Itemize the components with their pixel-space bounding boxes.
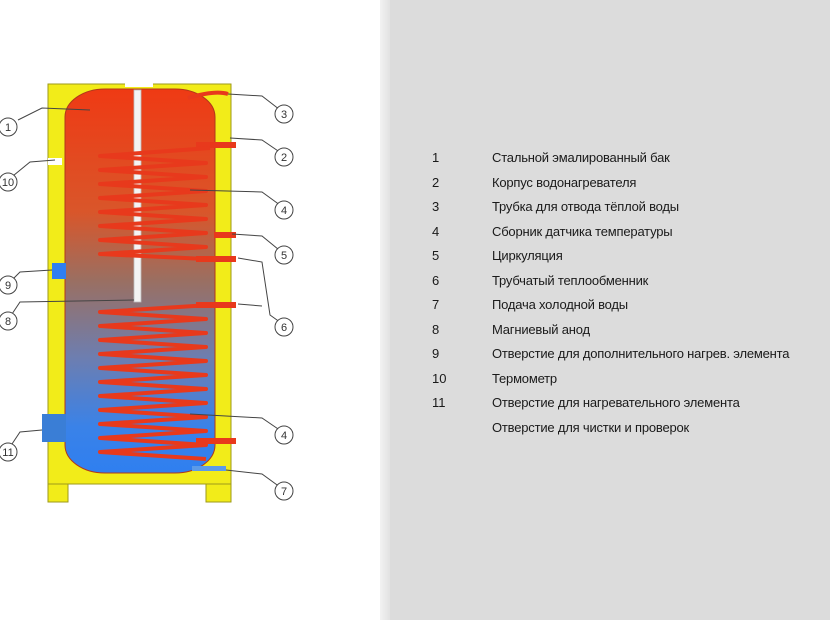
legend-label: Трубка для отвода тёплой воды [492, 199, 679, 214]
legend-item: 10 Термометр [432, 371, 830, 391]
svg-text:7: 7 [281, 486, 287, 498]
legend-number: 11 [432, 395, 446, 410]
legend-label: Сборник датчика температуры [492, 223, 673, 239]
svg-text:5: 5 [281, 250, 287, 262]
legend-label: Стальной эмалированный бак [492, 150, 670, 165]
casing-top-cap [125, 79, 153, 87]
coil-inlet-pipe [196, 256, 236, 262]
legend-item: 9 Отверстие для дополнительного нагрев. э… [432, 346, 830, 366]
legend-number: 7 [432, 297, 440, 312]
legend-item: 6 Трубчатый теплообменник [432, 273, 830, 293]
callout-6: 6 [274, 317, 294, 337]
callout-7: 7 [274, 481, 294, 501]
svg-text:4: 4 [281, 205, 287, 217]
svg-text:2: 2 [281, 152, 287, 164]
legend-label: Подача холодной воды [492, 297, 628, 312]
legend-item: 8 Магниевый анод [432, 322, 830, 342]
lower-coil-pipe [196, 438, 236, 444]
upper-coil [98, 146, 211, 261]
legend-number: 2 [432, 174, 440, 190]
legend-label: Отверстие для чистки и проверок [492, 419, 690, 435]
svg-text:11: 11 [2, 447, 13, 459]
right-foot [205, 481, 232, 503]
legend-item: 1 Стальной эмалированный бак [432, 150, 830, 170]
legend-number: 4 [432, 223, 440, 239]
legend-item: 3 Трубка для отвода тёплой воды [432, 199, 830, 219]
svg-text:3: 3 [281, 109, 287, 121]
svg-text:10: 10 [2, 177, 14, 189]
legend-item: 7 Подача холодной воды [432, 297, 830, 317]
diagram-panel: 1 2 3 4 5 6 4 7 8 9 10 11 [0, 0, 380, 620]
callout-4-upper: 4 [274, 200, 294, 220]
legend-number: 3 [432, 199, 440, 214]
legend-number: 9 [432, 346, 440, 361]
callout-1: 1 [0, 117, 18, 137]
callout-11: 11 [0, 442, 18, 462]
legend-number: 6 [432, 272, 440, 288]
legend-number: 5 [432, 248, 440, 263]
callout-9: 9 [0, 275, 18, 295]
legend-number: 8 [432, 321, 440, 337]
legend-item: 5 Циркуляция [432, 248, 830, 268]
legend-item: 4 Сборник датчика температуры [432, 224, 830, 244]
legend-number: 10 [432, 370, 447, 386]
warm-water-pipe [187, 90, 229, 100]
callout-2: 2 [274, 147, 294, 167]
legend-item: Отверстие для чистки и проверок [432, 420, 830, 440]
legend-label: Отверстие для нагревательного элемента [492, 395, 740, 410]
legend-label: Отверстие для дополнительного нагрев. эл… [492, 346, 790, 361]
legend-label: Циркуляция [492, 248, 563, 263]
svg-text:8: 8 [5, 316, 11, 328]
legend-label: Корпус водонагревателя [492, 174, 637, 190]
coil-outlet-pipe [196, 302, 236, 308]
legend-number: 1 [432, 150, 440, 165]
lower-coil [98, 303, 211, 461]
svg-text:9: 9 [5, 280, 11, 292]
callout-8: 8 [0, 311, 18, 331]
legend-label: Трубчатый теплообменник [492, 272, 649, 288]
legend-label: Термометр [492, 370, 557, 386]
legend-item: 2 Корпус водонагревателя [432, 175, 830, 195]
svg-text:1: 1 [5, 122, 11, 134]
callout-10: 10 [0, 172, 18, 192]
circulation-pipe [214, 232, 236, 238]
heating-element-port [42, 414, 66, 442]
cold-water-pipe [192, 466, 226, 471]
callout-4-lower: 4 [274, 425, 294, 445]
upper-coil-pipe [196, 142, 236, 148]
callout-5: 5 [274, 245, 294, 265]
legend-label: Магниевый анод [492, 321, 590, 337]
left-foot [47, 481, 69, 503]
legend-item: 11 Отверстие для нагревательного элемента [432, 395, 830, 415]
callout-3: 3 [274, 104, 294, 124]
svg-text:6: 6 [281, 322, 287, 334]
panel-divider [380, 0, 390, 620]
aux-heater-port [52, 263, 66, 279]
water-heater-diagram: 1 2 3 4 5 6 4 7 8 9 10 11 [0, 79, 294, 503]
legend-panel: 1 Стальной эмалированный бак 2 Корпус водон… [390, 0, 830, 620]
svg-text:4: 4 [281, 430, 287, 442]
thermometer-port [48, 158, 62, 165]
